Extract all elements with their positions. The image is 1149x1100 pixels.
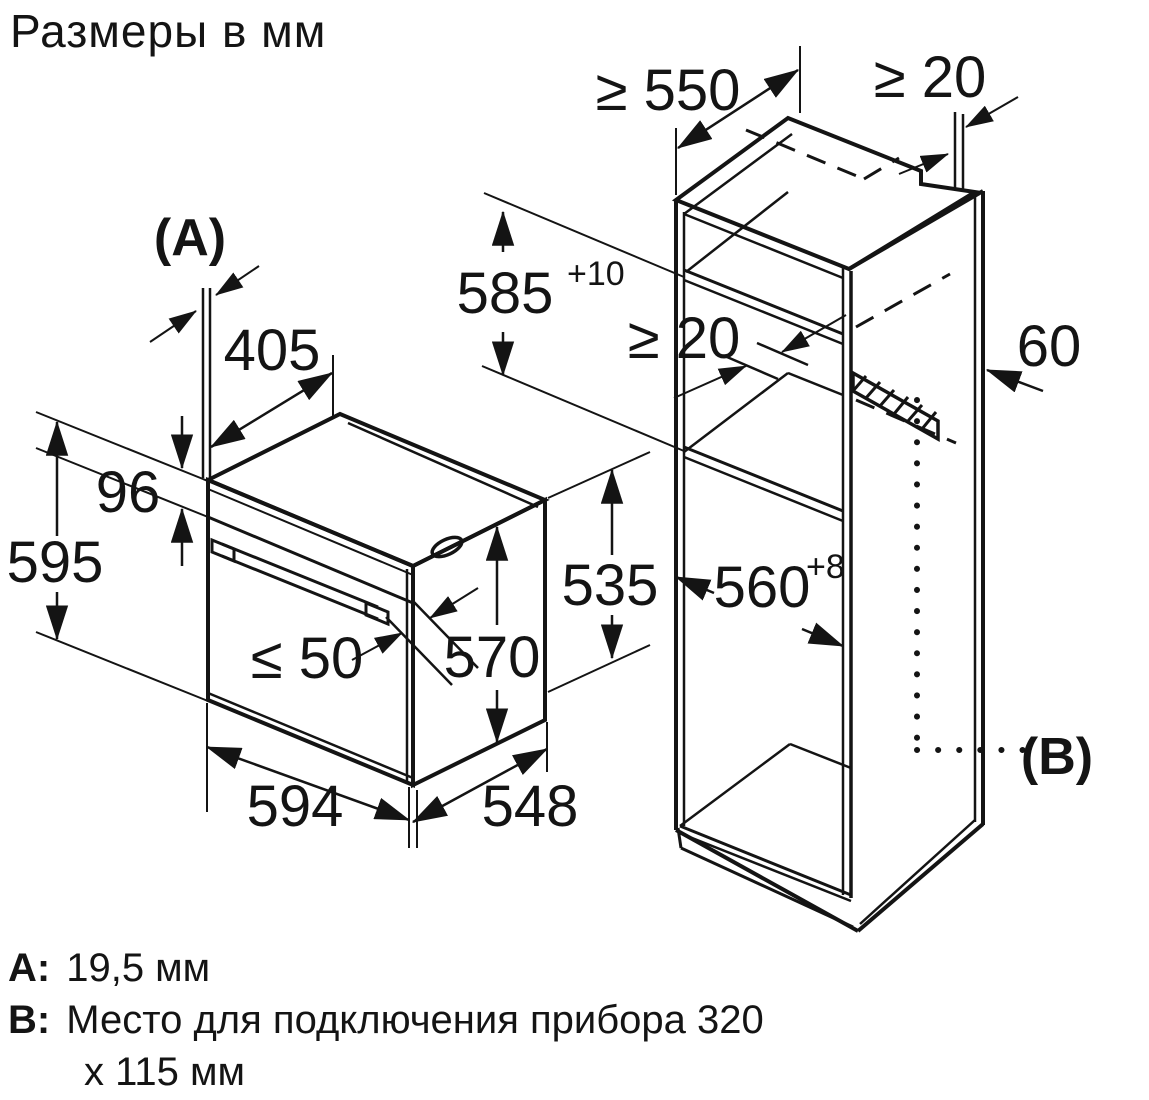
cabinet-hidden-edges [745, 128, 957, 445]
cabinet-dim-rear-gap-top: ≥ 20 [874, 45, 986, 110]
page-title: Размеры в мм [10, 5, 327, 57]
legend-value-b: Место для подключения прибора 320 [66, 998, 764, 1042]
oven-dim-top-depth: 405 [224, 318, 321, 383]
legend-line-b: B: Место для подключения прибора 320 [8, 998, 764, 1043]
oven-drawing [203, 411, 550, 789]
cabinet-dim-niche-width-tolerance: +8 [806, 548, 845, 586]
cabinet-top-face [671, 115, 981, 272]
oven-dim-handle-clearance: ≤ 50 [251, 626, 363, 691]
cabinet-dim-niche-width: 560 [714, 555, 811, 620]
cabinet-label-b: (B) [1021, 728, 1093, 786]
oven-dimensions: (A) 405 96 595 ≤ 50 [7, 209, 659, 848]
cabinet-dim-niche-height: 585 [457, 261, 554, 326]
cabinet-dimensions: ≥ 550 ≥ 20 585 +10 ≥ 20 60 [457, 45, 1093, 786]
cabinet-drawing [671, 115, 1041, 933]
oven-dim-front-height: 595 [7, 530, 104, 595]
legend-key-a: A: [8, 946, 51, 990]
oven-label-a: (A) [154, 209, 226, 267]
legend-line-a: A: 19,5 мм [8, 946, 210, 991]
oven-dim-body-depth: 548 [482, 774, 579, 839]
oven-dim-body-height: 535 [562, 553, 659, 618]
cabinet-dim-min-depth: ≥ 550 [596, 58, 741, 123]
oven-dim-door-height: 570 [444, 625, 541, 690]
legend-value-b2: x 115 мм [84, 1050, 245, 1094]
cabinet-dim-rear-channel: 60 [1017, 314, 1082, 379]
oven-door-bottom-line [207, 691, 414, 780]
legend-line-b2: x 115 мм [84, 1050, 245, 1095]
oven-dim-panel-height: 96 [96, 460, 161, 525]
cabinet-dim-niche-height-tolerance: +10 [567, 255, 625, 293]
oven-top-rear-strip [347, 421, 539, 509]
oven-panel-top-line [207, 488, 414, 576]
legend-value-a: 19,5 мм [66, 946, 211, 990]
oven-door-handle [210, 537, 390, 627]
oven-panel-bottom-line [207, 515, 414, 605]
cabinet-vent-cutout [851, 370, 940, 442]
cabinet-dim-vent-gap: ≥ 20 [628, 306, 740, 371]
legend-key-b: B: [8, 998, 51, 1042]
oven-dim-width: 594 [247, 774, 344, 839]
oven-side-grip-icon [430, 535, 464, 559]
connection-area-leader [914, 397, 1041, 753]
